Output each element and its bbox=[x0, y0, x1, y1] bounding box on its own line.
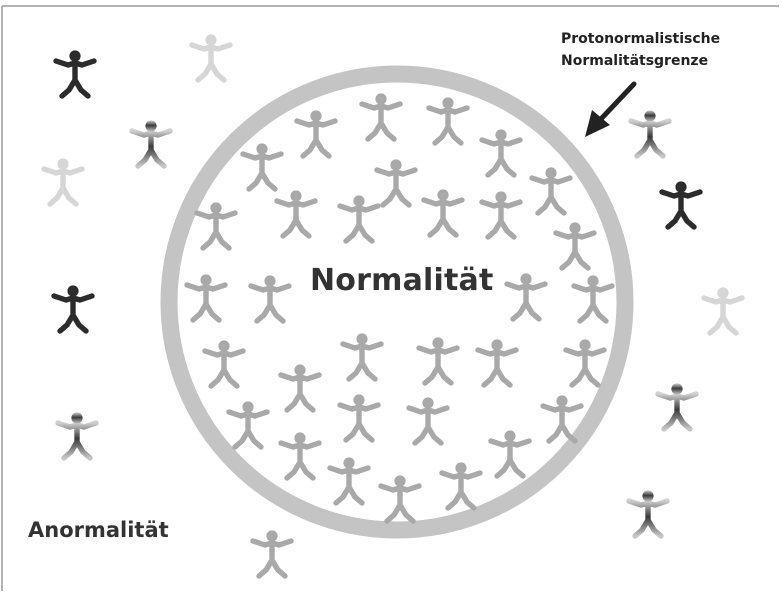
person-figure bbox=[563, 339, 607, 388]
abnormality-label: Anormalität bbox=[28, 518, 169, 542]
person-figure bbox=[250, 530, 294, 579]
person-figure bbox=[416, 337, 460, 386]
person-figure bbox=[41, 158, 85, 207]
person-figure bbox=[426, 97, 470, 146]
person-figure bbox=[184, 274, 228, 323]
person-figure bbox=[628, 110, 672, 159]
normality-boundary-ring bbox=[160, 65, 634, 539]
person-figure bbox=[655, 383, 699, 432]
person-figure bbox=[626, 490, 670, 539]
person-figure bbox=[659, 181, 703, 230]
people-figures bbox=[41, 34, 745, 579]
person-figure bbox=[374, 159, 418, 208]
person-figure bbox=[327, 457, 371, 506]
person-figure bbox=[53, 50, 97, 99]
person-figure bbox=[479, 191, 523, 240]
normality-label: Normalität bbox=[310, 263, 494, 298]
person-figure bbox=[406, 397, 450, 446]
person-figure bbox=[194, 202, 238, 251]
person-figure bbox=[378, 475, 422, 524]
person-figure bbox=[340, 333, 384, 382]
boundary-label-line-2: Normalitätsgrenze bbox=[561, 53, 709, 69]
person-figure bbox=[553, 222, 597, 271]
boundary-pointer-arrow bbox=[585, 81, 637, 137]
person-figure bbox=[488, 430, 532, 479]
person-figure bbox=[701, 287, 745, 336]
person-figure bbox=[226, 401, 270, 450]
person-figure bbox=[274, 190, 318, 239]
person-figure bbox=[55, 412, 99, 461]
person-figure bbox=[248, 275, 292, 324]
person-figure bbox=[504, 273, 548, 322]
person-figure bbox=[475, 339, 519, 388]
person-figure bbox=[529, 167, 573, 216]
person-figure bbox=[337, 195, 381, 244]
boundary-label-line-1: Protonormalistische bbox=[561, 31, 721, 47]
person-figure bbox=[479, 129, 523, 178]
person-figure bbox=[51, 285, 95, 334]
person-figure bbox=[540, 395, 584, 444]
person-figure bbox=[202, 340, 246, 389]
person-figure bbox=[421, 189, 465, 238]
person-figure bbox=[359, 93, 403, 142]
person-figure bbox=[240, 143, 284, 192]
boundary-label: Protonormalistische Normalitätsgrenze bbox=[561, 28, 720, 72]
person-figure bbox=[294, 110, 338, 159]
person-figure bbox=[129, 120, 173, 169]
person-figure bbox=[439, 462, 483, 511]
person-figure bbox=[571, 275, 615, 324]
person-figure bbox=[278, 432, 322, 481]
person-figure bbox=[189, 34, 233, 83]
person-figure bbox=[278, 364, 322, 413]
person-figure bbox=[337, 394, 381, 443]
